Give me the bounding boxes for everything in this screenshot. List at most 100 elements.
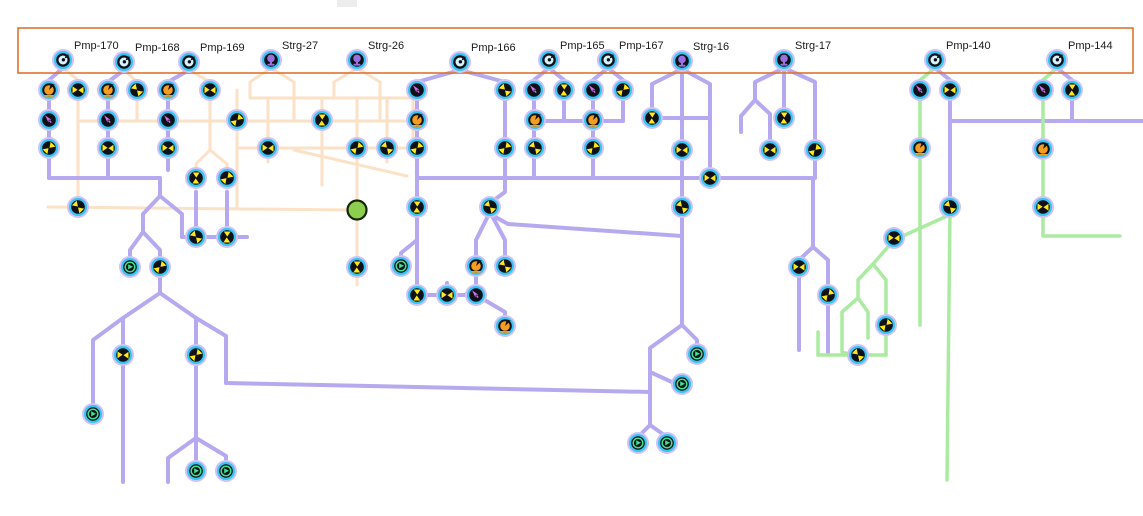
valve-node[interactable] (479, 196, 501, 218)
pipe-green[interactable] (945, 210, 952, 482)
teal-node[interactable] (656, 432, 678, 454)
magenta-node[interactable] (1032, 79, 1054, 101)
valve-node[interactable] (1061, 79, 1083, 101)
strg-16-node[interactable] (671, 50, 693, 72)
valve-node[interactable] (494, 79, 516, 101)
valve-node[interactable] (875, 314, 897, 336)
valve-node[interactable] (185, 167, 207, 189)
valve-node[interactable] (406, 284, 428, 306)
orange-node[interactable] (97, 79, 119, 101)
orange-node[interactable] (1032, 138, 1054, 160)
valve-node[interactable] (494, 255, 516, 277)
valve-node[interactable] (185, 344, 207, 366)
valve-node[interactable] (67, 79, 89, 101)
teal-node[interactable] (119, 256, 141, 278)
valve-node[interactable] (553, 79, 575, 101)
valve-node[interactable] (216, 226, 238, 248)
strg-26-node[interactable] (346, 49, 368, 71)
valve-node[interactable] (157, 137, 179, 159)
valve-node[interactable] (612, 79, 634, 101)
valve-node[interactable] (38, 137, 60, 159)
valve-node[interactable] (257, 137, 279, 159)
valve-node[interactable] (406, 196, 428, 218)
pipe-purple[interactable] (166, 436, 198, 484)
pipe-purple[interactable] (680, 67, 712, 180)
valve-node[interactable] (436, 284, 458, 306)
pmp-169-node[interactable] (178, 51, 200, 73)
strg-17-node[interactable] (773, 49, 795, 71)
valve-node[interactable] (671, 139, 693, 161)
teal-node[interactable] (671, 373, 693, 395)
pmp-165-node[interactable] (538, 49, 560, 71)
pmp-170-node[interactable] (52, 49, 74, 71)
pmp-140-node[interactable] (924, 49, 946, 71)
orange-node[interactable] (494, 315, 516, 337)
pmp-168-node[interactable] (113, 51, 135, 73)
valve-node[interactable] (346, 137, 368, 159)
orange-node[interactable] (38, 79, 60, 101)
valve-node[interactable] (847, 344, 869, 366)
pmp-166-node[interactable] (449, 51, 471, 73)
orange-node[interactable] (406, 109, 428, 131)
valve-node[interactable] (311, 109, 333, 131)
valve-node[interactable] (671, 196, 693, 218)
pipe-purple[interactable] (224, 381, 652, 394)
magenta-node[interactable] (465, 284, 487, 306)
orange-node[interactable] (157, 79, 179, 101)
valve-node[interactable] (494, 137, 516, 159)
pipe-purple[interactable] (158, 291, 198, 349)
valve-node[interactable] (883, 227, 905, 249)
magenta-node[interactable] (582, 79, 604, 101)
magenta-node[interactable] (523, 79, 545, 101)
valve-node[interactable] (939, 196, 961, 218)
pipe-peach[interactable] (269, 66, 296, 123)
pipe-purple[interactable] (128, 176, 162, 261)
valve-node[interactable] (112, 344, 134, 366)
valve-node[interactable] (582, 137, 604, 159)
teal-node[interactable] (215, 460, 237, 482)
valve-node[interactable] (773, 107, 795, 129)
pipe-purple[interactable] (158, 194, 184, 239)
valve-node[interactable] (406, 137, 428, 159)
valve-node[interactable] (67, 196, 89, 218)
junction-node[interactable] (346, 199, 368, 221)
teal-node[interactable] (185, 460, 207, 482)
pipe-peach[interactable] (355, 66, 382, 123)
valve-node[interactable] (699, 167, 721, 189)
valve-node[interactable] (376, 137, 398, 159)
pipe-purple[interactable] (488, 210, 507, 260)
pipe-purple[interactable] (474, 210, 492, 260)
pipe-purple[interactable] (91, 316, 125, 408)
pipe-purple[interactable] (739, 98, 757, 134)
pipe-purple[interactable] (648, 323, 684, 427)
valve-node[interactable] (216, 167, 238, 189)
valve-node[interactable] (817, 284, 839, 306)
pipe-purple[interactable] (194, 316, 228, 385)
pipe-peach[interactable] (292, 148, 409, 178)
pipe-purple[interactable] (488, 212, 684, 238)
orange-node[interactable] (465, 255, 487, 277)
valve-node[interactable] (97, 137, 119, 159)
strg-27-node[interactable] (260, 49, 282, 71)
pipe-purple[interactable] (194, 436, 228, 464)
pipe-purple[interactable] (680, 323, 699, 348)
orange-node[interactable] (909, 137, 931, 159)
valve-node[interactable] (939, 79, 961, 101)
valve-node[interactable] (759, 139, 781, 161)
valve-node[interactable] (346, 256, 368, 278)
magenta-node[interactable] (909, 79, 931, 101)
pipe-purple[interactable] (811, 245, 830, 290)
pipe-green[interactable] (856, 262, 875, 300)
orange-node[interactable] (582, 109, 604, 131)
magenta-node[interactable] (38, 109, 60, 131)
pipe-green[interactable] (871, 262, 888, 357)
teal-node[interactable] (627, 432, 649, 454)
teal-node[interactable] (686, 343, 708, 365)
magenta-node[interactable] (157, 109, 179, 131)
valve-node[interactable] (126, 79, 148, 101)
valve-node[interactable] (788, 256, 810, 278)
valve-node[interactable] (199, 79, 221, 101)
valve-node[interactable] (641, 107, 663, 129)
